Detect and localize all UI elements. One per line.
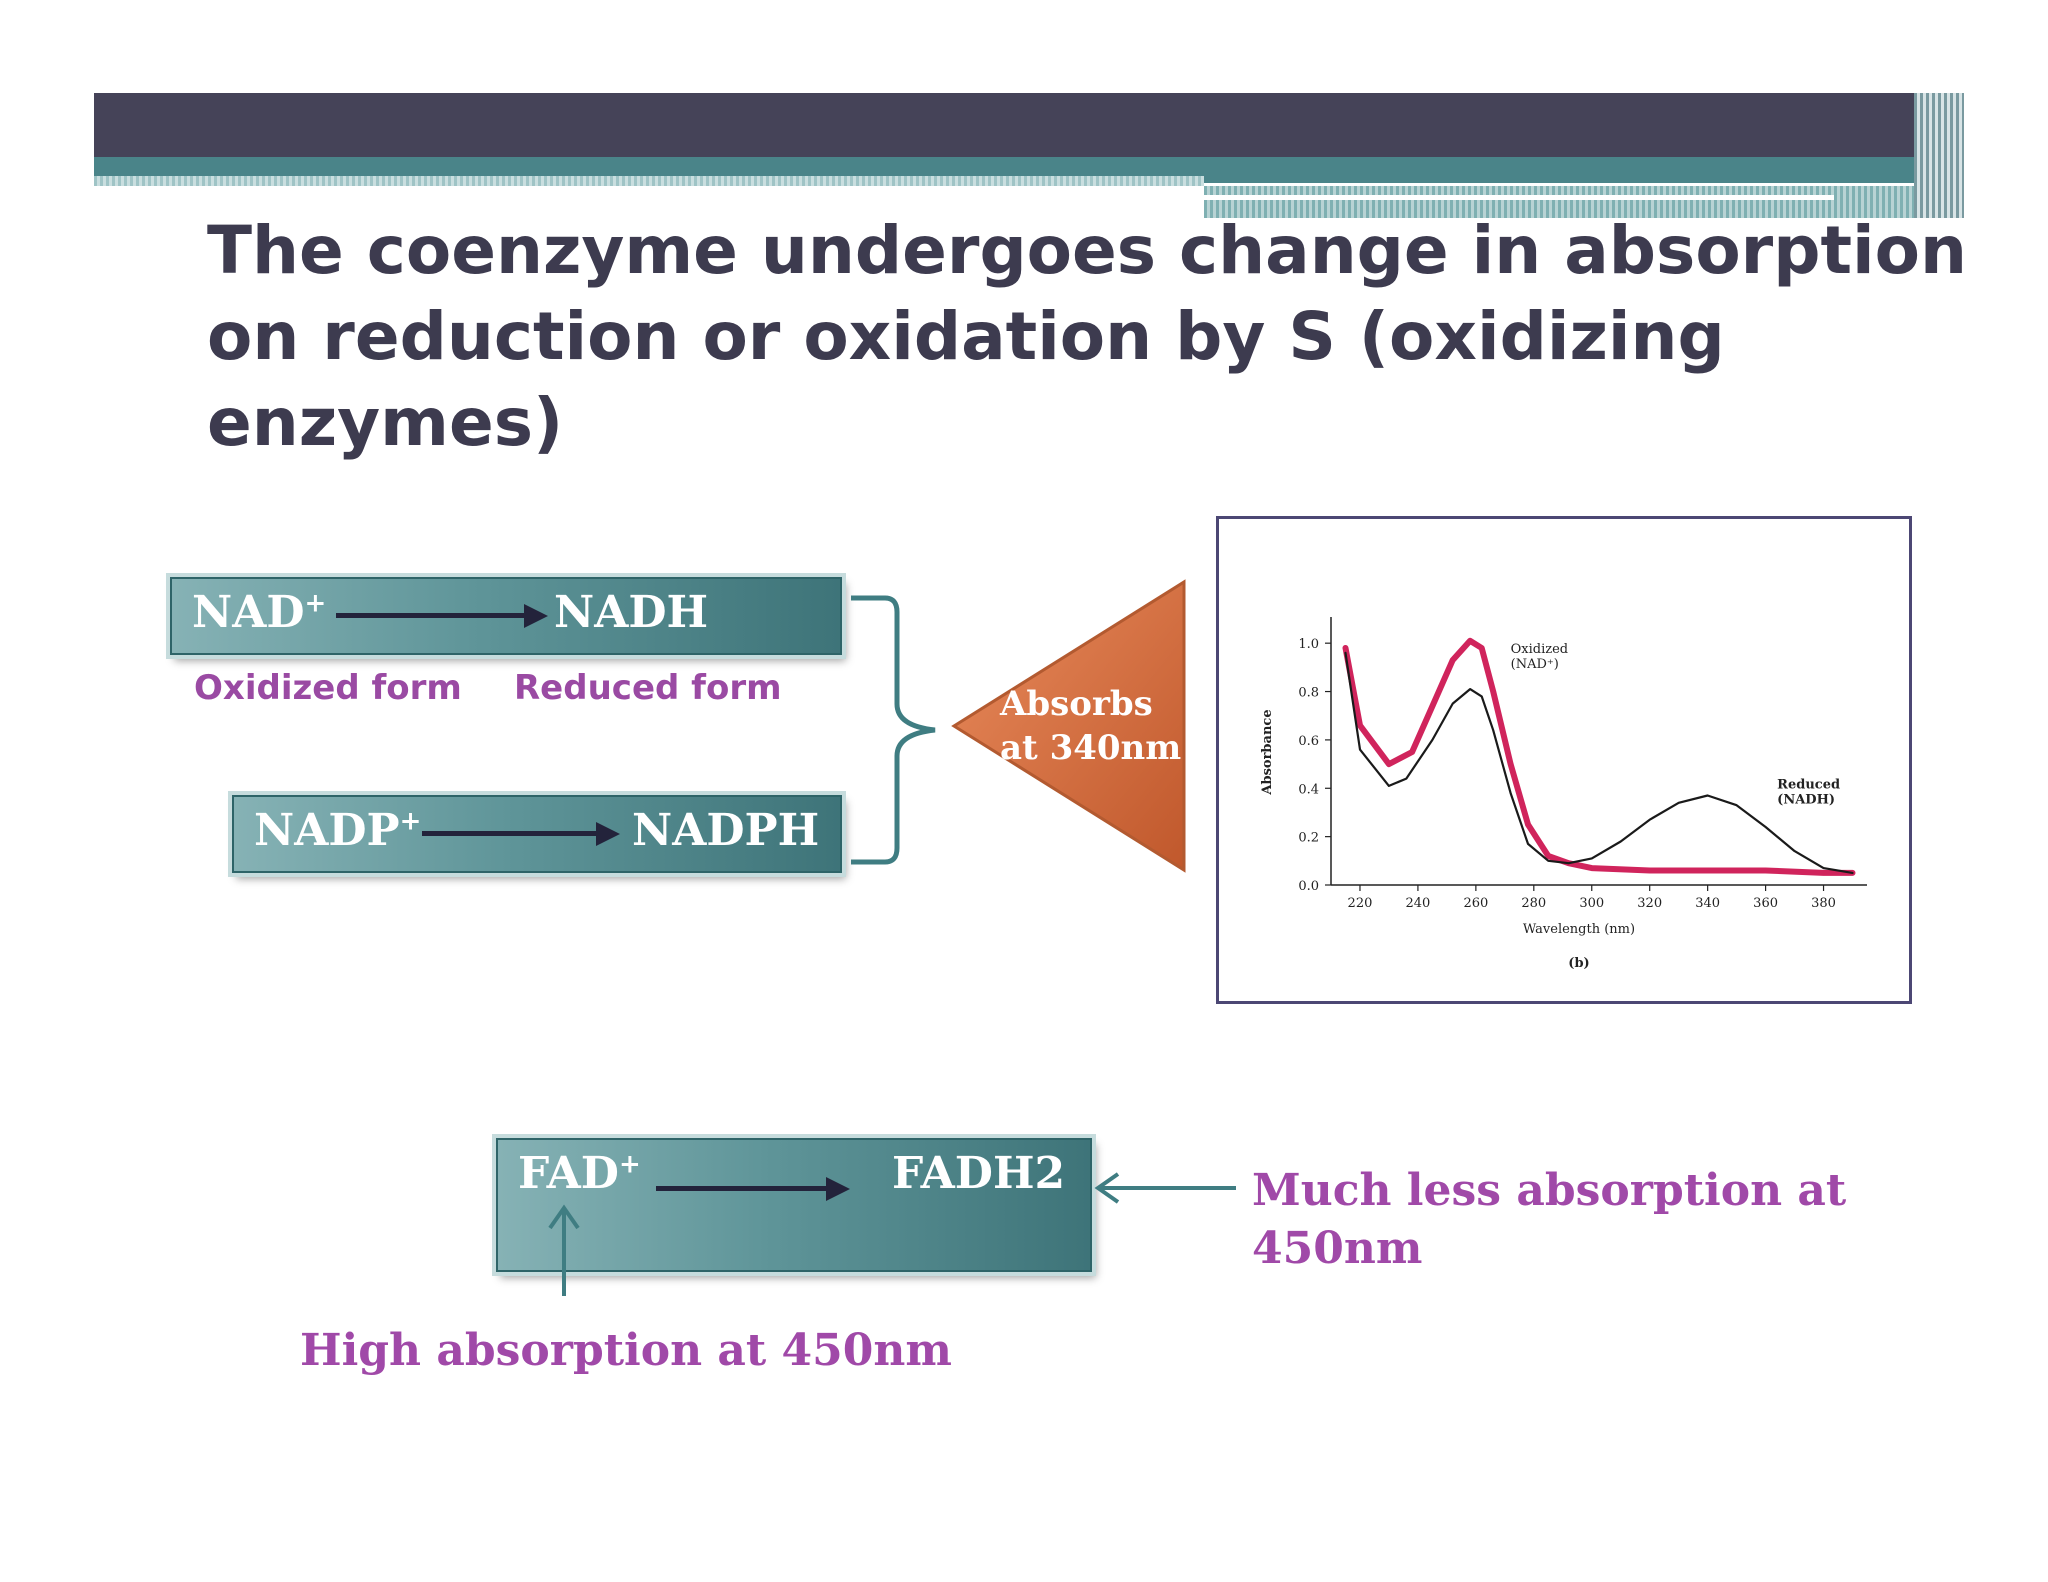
y-tick-label: 0.2 [1298, 831, 1319, 846]
x-tick-label: 220 [1348, 896, 1373, 911]
nad-arrow-head-icon [524, 604, 548, 628]
x-tick-label: 360 [1753, 896, 1778, 911]
reduced-form-label: Reduced form [514, 668, 782, 708]
y-tick-label: 0.6 [1298, 734, 1319, 749]
nadp-reaction-box: NADP+ NADPH [232, 795, 842, 873]
fad-reaction-box: FAD+ FADH2 [496, 1138, 1092, 1272]
x-tick-label: 260 [1463, 896, 1488, 911]
y-tick-label: 0.4 [1298, 782, 1319, 797]
oxidized-form-label: Oxidized form [194, 668, 462, 708]
nadp-reduced-label: NADPH [632, 805, 820, 856]
left-pointing-arrow-icon [1094, 1172, 1236, 1204]
header-white-line [1204, 195, 1834, 200]
nadp-oxidized-label: NADP+ [254, 805, 422, 856]
absorbance-spectrum-chart: 0.0 0.2 0.4 0.6 0.8 1.0 220 240 260 280 300 320 340 3… [1260, 617, 1867, 971]
nadp-arrow-head-icon [596, 822, 620, 846]
y-tick-label: 1.0 [1298, 637, 1319, 652]
oxidized-annotation: (NAD⁺) [1511, 657, 1559, 672]
page-title: The coenzyme undergoes change in absorpt… [207, 212, 1967, 461]
x-tick-label: 380 [1811, 896, 1836, 911]
header-stripe-band [94, 176, 1204, 186]
much-less-absorption-label: Much less absorption at 450nm [1252, 1165, 1847, 1274]
high-absorption-label: High absorption at 450nm [300, 1325, 952, 1376]
nadp-arrow-line [422, 831, 598, 836]
absorbs-triangle [951, 579, 1186, 873]
y-tick-label: 0.0 [1298, 879, 1319, 894]
header-stripe-band-right [1204, 186, 1964, 218]
y-axis-label: Absorbance [1260, 709, 1275, 795]
brace-icon [851, 595, 936, 865]
x-tick-label: 300 [1579, 896, 1604, 911]
figure-caption: (b) [1568, 956, 1589, 971]
x-tick-label: 240 [1406, 896, 1431, 911]
fad-arrow-line [656, 1186, 828, 1191]
fad-oxidized-label: FAD+ [518, 1148, 641, 1199]
x-axis-label: Wavelength (nm) [1523, 922, 1635, 937]
header-end-cap [1914, 93, 1964, 218]
reduced-nadh-series-line [1344, 651, 1854, 874]
fad-arrow-head-icon [826, 1177, 850, 1201]
absorbs-label: Absorbs at 340nm [1000, 684, 1182, 768]
x-tick-label: 320 [1637, 896, 1662, 911]
reduced-annotation: (NADH) [1777, 792, 1835, 807]
x-tick-label: 280 [1521, 896, 1546, 911]
fad-reduced-label: FADH2 [892, 1148, 1066, 1199]
header-dark-band [94, 93, 1964, 157]
up-pointing-arrow-icon [548, 1204, 580, 1296]
oxidized-annotation: Oxidized [1511, 642, 1569, 657]
x-tick-label: 340 [1695, 896, 1720, 911]
nad-reduced-label: NADH [554, 587, 709, 638]
spectrum-figure-frame: 0.0 0.2 0.4 0.6 0.8 1.0 220 240 260 280 300 320 340 3… [1216, 516, 1912, 1004]
nad-reaction-box: NAD+ NADH [170, 577, 842, 655]
y-tick-label: 0.8 [1298, 686, 1319, 701]
reduced-annotation: Reduced [1777, 777, 1840, 792]
nad-arrow-line [336, 613, 526, 618]
nad-oxidized-label: NAD+ [192, 587, 327, 638]
oxidized-nad-series-line [1342, 637, 1856, 876]
